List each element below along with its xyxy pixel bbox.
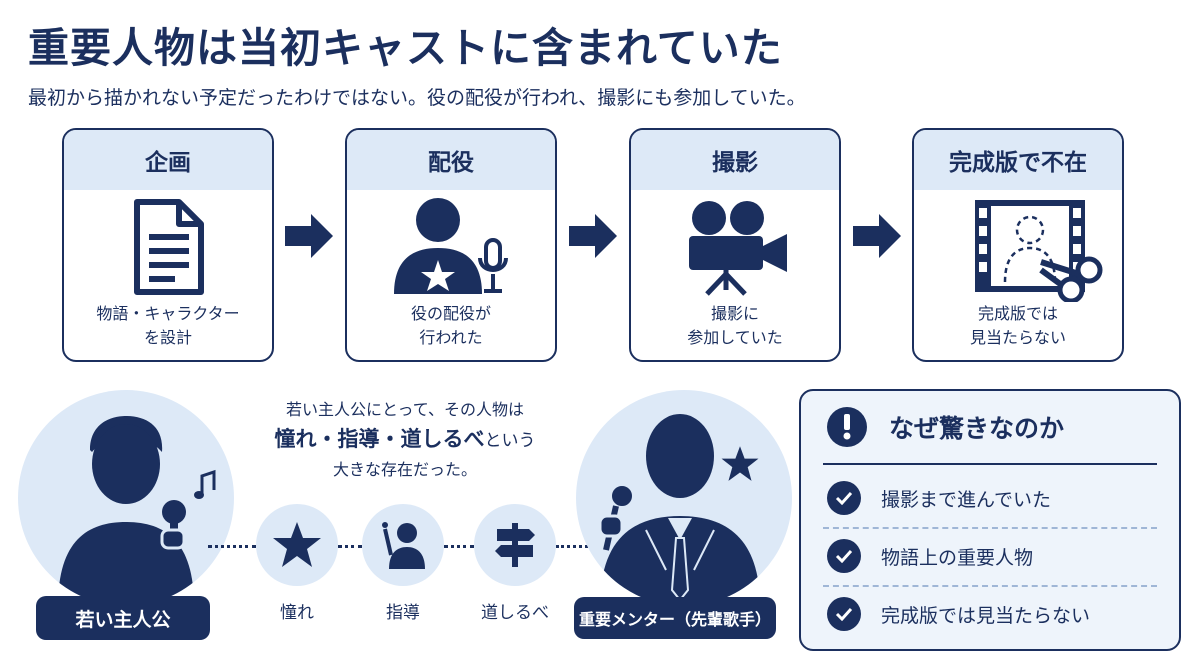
why-item: 撮影まで進んでいた [827, 469, 1157, 527]
young-protagonist-circle [18, 390, 234, 606]
mentor-singer-icon [598, 414, 760, 606]
movie-camera-icon [631, 194, 839, 302]
guidance-circle [362, 504, 444, 586]
exclamation-icon [827, 407, 867, 447]
relation-description: 若い主人公にとって、その人物は 憧れ・指導・道しるべという 大きな存在だった。 [274, 400, 536, 479]
checkmark-icon [827, 539, 861, 573]
guidepost-circle [474, 504, 556, 586]
guidepost-label: 道しるべ [481, 603, 549, 623]
why-item: 物語上の重要人物 [827, 527, 1157, 585]
mentor-label: 重要メンター（先輩歌手） [574, 597, 776, 639]
divider [823, 585, 1157, 587]
connector-dots [338, 545, 362, 548]
step-caption: 完成版では 見当たらない [969, 304, 1066, 347]
step-title: 撮影 [631, 130, 839, 190]
page-subtitle: 最初から描かれない予定だったわけではない。役の配役が行われ、撮影にも参加していた… [28, 87, 806, 109]
film-cut-icon [914, 194, 1122, 302]
connector-dots [444, 545, 474, 548]
why-surprising-panel: なぜ驚きなのか 撮影まで進んでいた 物語上の重要人物 完成版では見当たらない [799, 389, 1181, 651]
star-icon [273, 522, 321, 567]
step-filming: 撮影 撮影に 参加していた [629, 128, 841, 362]
arrow-right-icon [283, 212, 335, 260]
step-caption: 物語・キャラクター を設計 [96, 304, 240, 347]
connector-dots [556, 545, 588, 548]
checkmark-icon [827, 481, 861, 515]
step-title: 完成版で不在 [914, 130, 1122, 190]
arrow-right-icon [851, 212, 903, 260]
why-item: 完成版では見当たらない [827, 585, 1157, 643]
connector-dots [208, 545, 256, 548]
step-title: 企画 [64, 130, 272, 190]
mentor-circle [576, 390, 792, 606]
step-title: 配役 [347, 130, 555, 190]
page-title: 重要人物は当初キャストに含まれていた [28, 24, 783, 72]
checkmark-icon [827, 597, 861, 631]
why-title: なぜ驚きなのか [889, 414, 1065, 443]
young-singer-icon [58, 416, 216, 606]
admiration-circle [256, 504, 338, 586]
step-casting: 配役 役の配役が 行われた [345, 128, 557, 362]
step-missing-in-final: 完成版で不在 完成版では 見当たらない [912, 128, 1124, 362]
step-caption: 撮影に 参加していた [687, 304, 783, 347]
pointing-person-icon [382, 522, 425, 569]
guidance-label: 指導 [386, 603, 420, 623]
signpost-icon [495, 523, 535, 567]
divider [823, 463, 1157, 465]
admiration-label: 憧れ [280, 603, 314, 623]
document-icon [64, 194, 272, 302]
step-planning: 企画 物語・キャラクター を設計 [62, 128, 274, 362]
young-protagonist-label: 若い主人公 [36, 596, 210, 640]
divider [823, 527, 1157, 529]
star-icon [720, 444, 760, 488]
actor-with-mic-icon [347, 194, 555, 302]
arrow-right-icon [567, 212, 619, 260]
step-caption: 役の配役が 行われた [410, 304, 491, 347]
